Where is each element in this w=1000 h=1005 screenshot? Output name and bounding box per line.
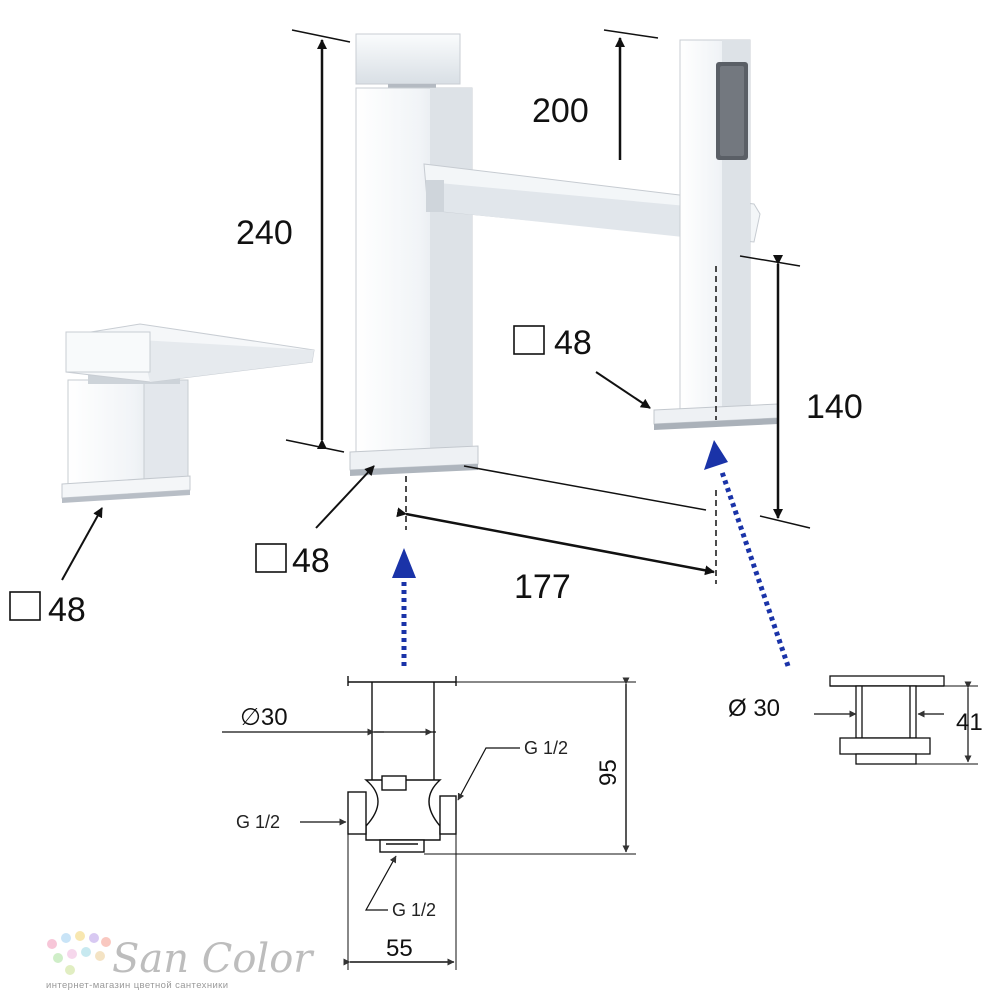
valve-diameter-label: ∅30 (240, 704, 288, 731)
thread-right-label: G 1/2 (524, 738, 568, 758)
logo-dot-icon (53, 953, 63, 963)
square-symbol-icon (255, 543, 287, 573)
spout-height-label: 240 (236, 214, 293, 252)
square-symbol-icon (9, 591, 41, 621)
mixer-base-size-label: 48 (48, 591, 86, 629)
shower-base-section-drawing (829, 675, 945, 765)
valve-link-arrow (392, 548, 416, 666)
outlet-height-label: 140 (806, 388, 863, 426)
thread-left-label: G 1/2 (236, 812, 280, 832)
shower-base-size-label: 48 (554, 324, 592, 362)
logo-dot-icon (47, 939, 57, 949)
thread-bottom-label: G 1/2 (392, 900, 436, 920)
logo-dot-icon (95, 951, 105, 961)
logo-dot-icon (65, 965, 75, 975)
logo-brand: San Color (112, 936, 315, 982)
logo-dot-icon (101, 937, 111, 947)
logo-dot-icon (89, 933, 99, 943)
hand-shower-body (653, 39, 779, 430)
logo-dot-icon (75, 931, 85, 941)
logo-dot-icon (61, 933, 71, 943)
valve-section-drawing (347, 676, 457, 853)
logo-dot-icon (81, 947, 91, 957)
valve-width-label: 55 (386, 935, 413, 962)
square-symbol-icon (513, 325, 545, 355)
shower-diameter-label: Ø 30 (728, 695, 780, 722)
mixer-lever-body (61, 323, 315, 503)
center-distance-label: 177 (514, 568, 571, 606)
valve-height-label: 95 (595, 759, 622, 786)
logo-tagline: интернет-магазин цветной сантехники (46, 980, 228, 991)
brand-logo: San Color интернет-магазин цветной санте… (46, 931, 315, 991)
spout-base-size-label: 48 (292, 542, 330, 580)
shower-base-link-arrow (704, 440, 791, 667)
shower-base-height-label: 41 (956, 709, 983, 736)
spout-body (349, 33, 761, 476)
logo-dot-icon (67, 949, 77, 959)
shower-height-label: 200 (532, 92, 589, 130)
